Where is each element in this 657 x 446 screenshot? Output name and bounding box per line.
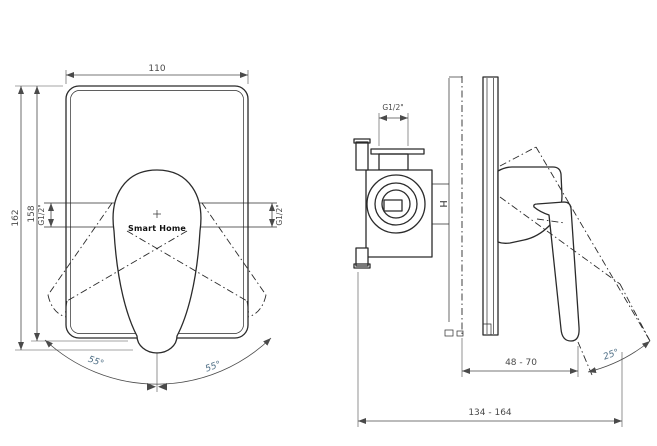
port-keyway <box>383 199 403 212</box>
dim-outlet-thread-label: G1/2" <box>382 103 403 112</box>
top-outlet-tube <box>378 153 409 171</box>
top-outlet-flange <box>370 148 425 155</box>
swing-angle-right-label: 55° <box>204 360 222 375</box>
wall-depth-lines <box>444 76 464 337</box>
dim-overall-height-label: 162 <box>11 209 21 226</box>
handle-logo-text: Smart Home <box>128 224 186 233</box>
dim-plate-width-label: 110 <box>148 64 165 74</box>
dim-wall-depth-label: 48 - 70 <box>505 358 537 368</box>
inlet-union-top <box>355 141 369 171</box>
side-handle <box>497 166 580 342</box>
side-wall-plate <box>482 76 499 336</box>
dim-right-inlet-thread-label: G1/2" <box>275 204 284 225</box>
hot-side-marker: H <box>437 200 448 207</box>
dim-overall-depth-label: 134 - 164 <box>468 408 512 418</box>
tilt-angle-label: 25° <box>602 348 620 363</box>
swing-angle-left-label: 55° <box>86 355 104 370</box>
side-tilt-arc: 25° <box>587 340 651 374</box>
side-port-circle-outer <box>366 174 426 234</box>
side-dimensions: G1/2" 48 - 70 134 - 164 <box>357 103 623 427</box>
front-dimensions: 110 162 158 G1/2" G1/2" <box>11 64 284 350</box>
front-view: Smart Home 55° 55° 110 162 <box>11 64 284 392</box>
dim-plate-height-label: 158 <box>27 205 37 222</box>
dim-left-inlet-thread-label: G1/2" <box>37 204 46 225</box>
inlet-union-bottom <box>355 247 369 267</box>
front-handle: Smart Home <box>112 169 202 354</box>
lever <box>533 201 580 342</box>
side-valve-body: H <box>353 138 449 269</box>
side-view: H <box>353 76 651 427</box>
front-handle-swing-phantom <box>47 202 267 318</box>
